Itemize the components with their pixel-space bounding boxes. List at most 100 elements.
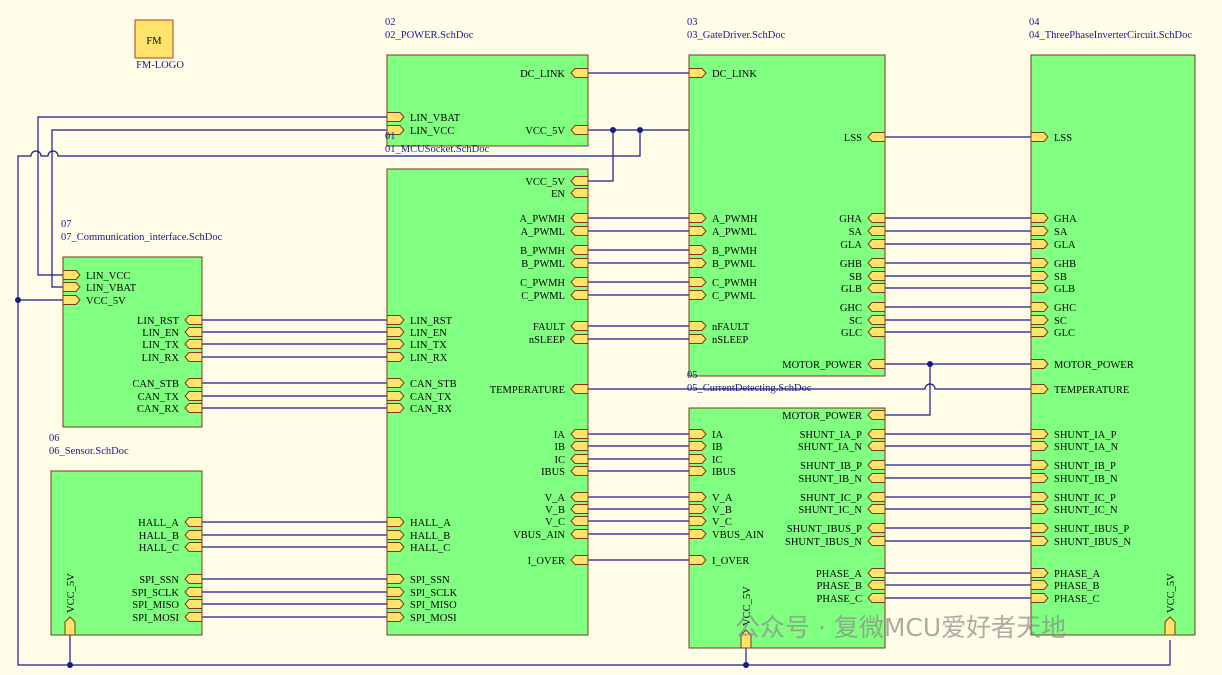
port-can-tx[interactable]: CAN_TX: [138, 391, 203, 404]
port-lin-rst[interactable]: LIN_RST: [386, 315, 453, 328]
port-shunt-ic-p[interactable]: SHUNT_IC_P: [1030, 492, 1116, 505]
port-spi-miso[interactable]: SPI_MISO: [132, 599, 203, 612]
port-shunt-ibus-n[interactable]: SHUNT_IBUS_N: [785, 536, 886, 549]
port-shunt-ic-p[interactable]: SHUNT_IC_P: [800, 492, 886, 505]
port-can-tx[interactable]: CAN_TX: [386, 391, 452, 404]
port-vbus-ain[interactable]: VBUS_AIN: [513, 529, 589, 542]
port-temperature[interactable]: TEMPERATURE: [490, 384, 589, 397]
port-fault[interactable]: FAULT: [533, 321, 589, 334]
port-vcc-5v[interactable]: VCC_5V: [64, 573, 77, 636]
port-v-c[interactable]: V_C: [688, 516, 732, 529]
port-glc[interactable]: GLC: [841, 327, 886, 340]
port-c-pwml[interactable]: C_PWML: [688, 290, 756, 303]
port-can-rx[interactable]: CAN_RX: [137, 403, 203, 416]
port-spi-mosi[interactable]: SPI_MOSI: [386, 612, 457, 625]
port-v-a[interactable]: V_A: [545, 492, 589, 505]
sheet-inv[interactable]: 0404_ThreePhaseInverterCircuit.SchDocLSS…: [1029, 17, 1196, 636]
sheet-comm[interactable]: 0707_Communication_interface.SchDocLIN_V…: [61, 219, 223, 428]
port-a-pwmh[interactable]: A_PWMH: [519, 213, 589, 226]
port-c-pwml[interactable]: C_PWML: [521, 290, 589, 303]
port-nsleep[interactable]: nSLEEP: [529, 334, 589, 347]
port-ic[interactable]: IC: [688, 454, 723, 467]
port-i-over[interactable]: I_OVER: [528, 555, 589, 568]
sheet-gate[interactable]: 0303_GateDriver.SchDocDC_LINKLSSA_PWMHA_…: [687, 17, 886, 377]
port-shunt-ia-p[interactable]: SHUNT_IA_P: [800, 429, 886, 442]
port-phase-c[interactable]: PHASE_C: [816, 593, 886, 606]
port-v-b[interactable]: V_B: [545, 504, 589, 517]
port-motor-power[interactable]: MOTOR_POWER: [782, 410, 886, 423]
port-lin-tx[interactable]: LIN_TX: [142, 339, 203, 352]
sheet-sensor[interactable]: 0606_Sensor.SchDocHALL_AHALL_BHALL_CSPI_…: [49, 433, 203, 636]
port-phase-c[interactable]: PHASE_C: [1030, 593, 1100, 606]
port-glc[interactable]: GLC: [1030, 327, 1075, 340]
port-vcc-5v[interactable]: VCC_5V: [525, 176, 589, 189]
port-phase-a[interactable]: PHASE_A: [1030, 568, 1101, 581]
port-ibus[interactable]: IBUS: [688, 466, 736, 479]
port-sb[interactable]: SB: [849, 271, 886, 284]
port-a-pwmh[interactable]: A_PWMH: [688, 213, 758, 226]
port-lin-rx[interactable]: LIN_RX: [142, 352, 203, 365]
port-v-b[interactable]: V_B: [688, 504, 732, 517]
port-spi-ssn[interactable]: SPI_SSN: [386, 574, 450, 587]
port-ibus[interactable]: IBUS: [541, 466, 589, 479]
port-ghb[interactable]: GHB: [1030, 258, 1076, 271]
port-spi-ssn[interactable]: SPI_SSN: [139, 574, 203, 587]
port-a-pwml[interactable]: A_PWML: [521, 226, 589, 239]
port-phase-b[interactable]: PHASE_B: [1030, 580, 1100, 593]
port-b-pwmh[interactable]: B_PWMH: [688, 245, 757, 258]
port-shunt-ic-n[interactable]: SHUNT_IC_N: [798, 504, 886, 517]
sheet-cur[interactable]: 0505_CurrentDetecting.SchDocMOTOR_POWERI…: [687, 370, 886, 649]
port-vcc-5v[interactable]: VCC_5V: [525, 125, 589, 138]
port-glb[interactable]: GLB: [1030, 283, 1075, 296]
port-gha[interactable]: GHA: [1030, 213, 1077, 226]
port-sa[interactable]: SA: [849, 226, 886, 239]
port-hall-b[interactable]: HALL_B: [139, 530, 203, 543]
port-hall-c[interactable]: HALL_C: [386, 542, 450, 555]
port-sb[interactable]: SB: [1030, 271, 1067, 284]
port-lss[interactable]: LSS: [844, 132, 886, 145]
port-v-c[interactable]: V_C: [545, 516, 589, 529]
port-shunt-ibus-n[interactable]: SHUNT_IBUS_N: [1030, 536, 1131, 549]
port-b-pwmh[interactable]: B_PWMH: [520, 245, 589, 258]
port-phase-b[interactable]: PHASE_B: [816, 580, 886, 593]
port-i-over[interactable]: I_OVER: [688, 555, 749, 568]
port-lin-vcc[interactable]: LIN_VCC: [386, 125, 454, 138]
port-motor-power[interactable]: MOTOR_POWER: [782, 359, 886, 372]
port-can-stb[interactable]: CAN_STB: [132, 378, 203, 391]
port-motor-power[interactable]: MOTOR_POWER: [1030, 359, 1134, 372]
port-sc[interactable]: SC: [1030, 315, 1067, 328]
port-ib[interactable]: IB: [688, 441, 723, 454]
port-temperature[interactable]: TEMPERATURE: [1030, 384, 1129, 397]
port-spi-sclk[interactable]: SPI_SCLK: [386, 587, 458, 600]
port-shunt-ia-n[interactable]: SHUNT_IA_N: [1030, 441, 1119, 454]
port-lin-rst[interactable]: LIN_RST: [137, 315, 203, 328]
port-spi-sclk[interactable]: SPI_SCLK: [132, 587, 203, 600]
port-lin-en[interactable]: LIN_EN: [386, 327, 447, 340]
port-sa[interactable]: SA: [1030, 226, 1068, 239]
port-hall-a[interactable]: HALL_A: [386, 517, 451, 530]
port-lin-vbat[interactable]: LIN_VBAT: [386, 112, 461, 125]
port-gla[interactable]: GLA: [840, 239, 886, 252]
port-shunt-ib-p[interactable]: SHUNT_IB_P: [1030, 460, 1116, 473]
port-a-pwml[interactable]: A_PWML: [688, 226, 756, 239]
port-vcc-5v[interactable]: VCC_5V: [62, 295, 126, 308]
port-lin-vbat[interactable]: LIN_VBAT: [62, 282, 137, 295]
port-ghc[interactable]: GHC: [840, 302, 886, 315]
port-spi-mosi[interactable]: SPI_MOSI: [132, 612, 203, 625]
fm-logo[interactable]: FM FM-LOGO: [134, 19, 184, 71]
port-can-stb[interactable]: CAN_STB: [386, 378, 457, 391]
port-hall-b[interactable]: HALL_B: [386, 530, 450, 543]
port-lin-tx[interactable]: LIN_TX: [386, 339, 447, 352]
port-lss[interactable]: LSS: [1030, 132, 1072, 145]
port-vcc-5v[interactable]: VCC_5V: [1164, 573, 1177, 636]
port-shunt-ibus-p[interactable]: SHUNT_IBUS_P: [787, 523, 886, 536]
sheet-mcu[interactable]: 0101_MCUSocket.SchDocVCC_5VENA_PWMHA_PWM…: [385, 131, 589, 636]
port-v-a[interactable]: V_A: [688, 492, 733, 505]
port-b-pwml[interactable]: B_PWML: [688, 258, 756, 271]
port-lin-en[interactable]: LIN_EN: [142, 327, 203, 340]
port-ia[interactable]: IA: [554, 429, 589, 442]
port-spi-miso[interactable]: SPI_MISO: [386, 599, 457, 612]
port-phase-a[interactable]: PHASE_A: [816, 568, 886, 581]
port-dc-link[interactable]: DC_LINK: [520, 68, 589, 81]
